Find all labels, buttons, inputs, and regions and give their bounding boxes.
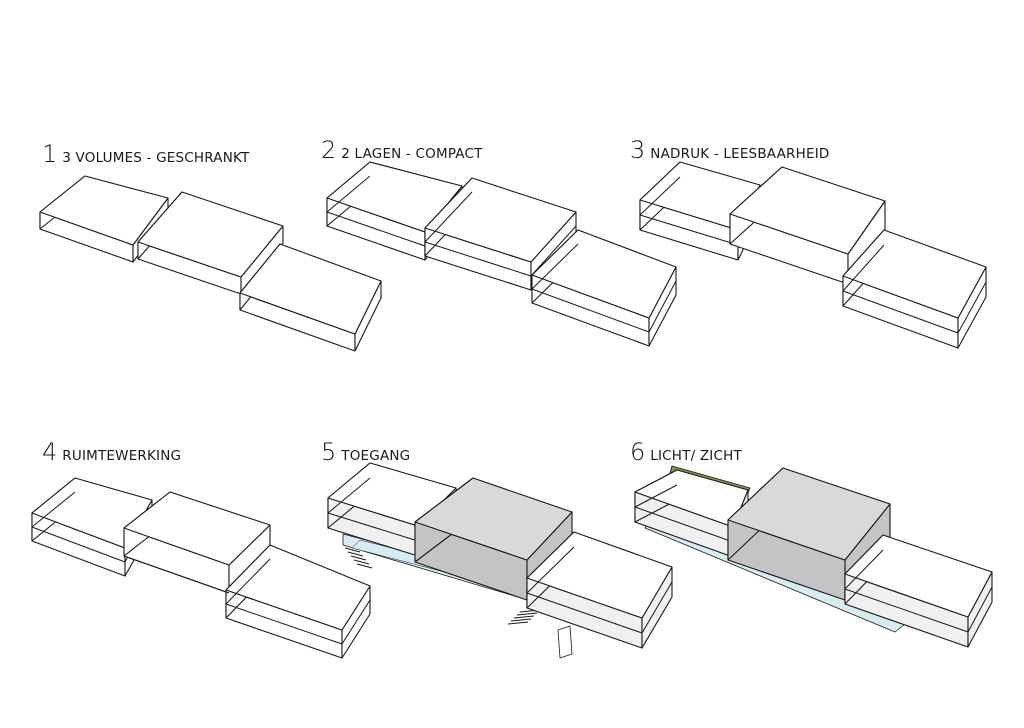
panel-label: LICHT/ ZICHT	[650, 448, 742, 464]
block-top-face	[527, 532, 672, 618]
panel-6-drawing	[635, 466, 992, 647]
panel-number: 3	[630, 136, 646, 164]
panel-4-drawing	[32, 478, 370, 658]
floor-line	[32, 527, 125, 562]
stair-step	[514, 616, 534, 618]
stair-step	[345, 548, 360, 552]
block-top-face	[425, 178, 576, 262]
floor-line	[635, 485, 677, 507]
block-top-face	[40, 176, 168, 245]
panel-number: 1	[42, 140, 58, 168]
floor-line	[124, 556, 229, 593]
floor-line	[425, 242, 531, 276]
block-top-face	[124, 492, 270, 565]
panel-number: 5	[321, 438, 337, 466]
panel-label: TOEGANG	[341, 448, 411, 464]
floor-line	[531, 226, 576, 276]
block-top-face	[532, 230, 676, 318]
block-top-face	[843, 230, 986, 318]
floor-line	[968, 587, 992, 632]
panel-5-title: 5 TOEGANG	[321, 438, 410, 466]
panel-5-drawing	[328, 463, 672, 658]
floor-line	[226, 559, 270, 604]
floor-line	[640, 215, 738, 245]
panel-number: 6	[630, 438, 646, 466]
block-top-face	[138, 192, 283, 277]
block-top-face	[845, 535, 992, 617]
stair-step	[517, 613, 537, 615]
panel-3-title: 3 NADRUK - LEESBAARHEID	[630, 136, 829, 164]
stair-step	[508, 622, 528, 624]
floor-line	[649, 281, 676, 332]
block-top-face	[415, 478, 572, 560]
panel-1-title: 1 3 VOLUMES - GESCHRANKT	[42, 140, 249, 168]
stair-step	[354, 560, 369, 564]
floor-line	[328, 513, 418, 541]
panel-label: RUIMTEWERKING	[62, 448, 182, 464]
panel-label: 2 LAGEN - COMPACT	[341, 146, 483, 162]
floor-line	[845, 550, 883, 589]
floor-line	[642, 582, 672, 633]
panel-6-title: 6 LICHT/ ZICHT	[630, 438, 742, 466]
floor-line	[328, 478, 370, 513]
floor-line	[532, 289, 649, 332]
panel-3-drawing	[640, 162, 986, 348]
panel-4-title: 4 RUIMTEWERKING	[42, 438, 181, 466]
panel-label: NADRUK - LEESBAARHEID	[650, 146, 830, 162]
block-top-face	[728, 468, 890, 560]
block-top-face	[240, 244, 381, 334]
floor-line	[845, 589, 968, 632]
floor-line	[527, 593, 642, 633]
floor-line	[342, 600, 370, 644]
floor-line	[532, 244, 578, 289]
panel-number: 2	[321, 136, 337, 164]
floor-line	[32, 492, 75, 527]
panel-1-drawing	[40, 176, 381, 351]
floor-line	[635, 507, 733, 542]
stair-step	[357, 564, 372, 568]
floor-line	[640, 177, 680, 215]
block-top-face	[226, 545, 370, 630]
floor-line	[958, 282, 986, 333]
panel-2-drawing	[327, 162, 676, 346]
panel-2-title: 2 2 LAGEN - COMPACT	[321, 136, 483, 164]
block-top-face	[730, 167, 885, 254]
floor-line	[527, 547, 574, 593]
stair-step	[348, 552, 363, 556]
floor-line	[425, 192, 472, 242]
floor-line	[843, 245, 884, 291]
panel-label: 3 VOLUMES - GESCHRANKT	[62, 150, 250, 166]
panel-number: 4	[42, 438, 58, 466]
stair-step	[351, 556, 366, 560]
floor-line	[327, 212, 425, 246]
entrance-pillar	[558, 626, 572, 658]
floor-line	[226, 604, 342, 644]
stair-step	[511, 619, 531, 621]
floor-line	[843, 291, 958, 333]
floor-line	[327, 176, 370, 212]
